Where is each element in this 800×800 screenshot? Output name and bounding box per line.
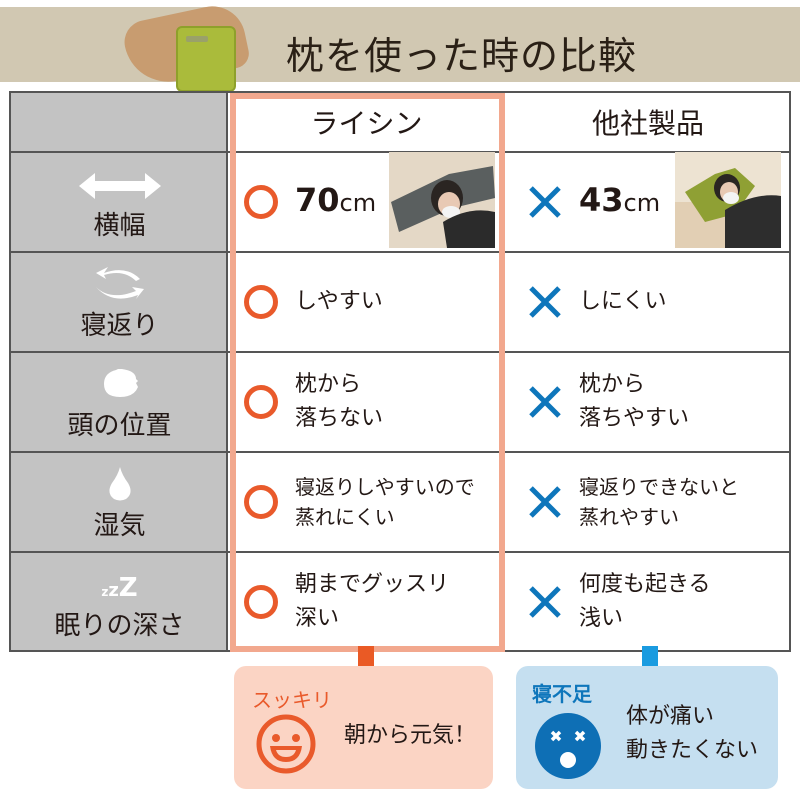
- rotate-arrows-icon: [92, 265, 148, 301]
- person-sleeping-on-gray-pillow: [389, 152, 495, 248]
- circle-mark-icon: [244, 385, 278, 419]
- criterion-head-position: 頭の位置: [11, 353, 228, 453]
- competitor-width: 43cm: [527, 153, 797, 251]
- cross-mark-icon: [529, 486, 561, 518]
- competitor-sleep-depth: 何度も起きる浅い: [527, 553, 797, 651]
- header-ours: ライシン: [310, 107, 423, 140]
- cross-mark-icon: [529, 186, 561, 218]
- criterion-width: 横幅: [11, 153, 228, 253]
- criterion-sleep-depth: zzZ 眠りの深さ: [11, 553, 228, 653]
- result-ours-message: 朝から元気！: [344, 723, 477, 748]
- ours-sleep-depth: 朝までグッスリ深い: [243, 553, 503, 651]
- result-competitor: 寝不足 体が痛い動きたくない: [516, 666, 778, 789]
- criterion-turning: 寝返り: [11, 253, 228, 353]
- circle-mark-icon: [244, 585, 278, 619]
- circle-mark-icon: [244, 485, 278, 519]
- row-divider: [11, 451, 789, 453]
- header-competitor: 他社製品: [591, 107, 704, 140]
- dizzy-face-icon: [535, 713, 601, 779]
- circle-mark-icon: [244, 285, 278, 319]
- result-competitor-message: 体が痛い動きたくない: [626, 704, 759, 763]
- ours-humidity: 寝返りしやすいので蒸れにくい: [243, 453, 503, 551]
- row-divider: [11, 551, 789, 553]
- sleep-zzz-icon: zzZ: [101, 572, 138, 603]
- cross-mark-icon: [529, 286, 561, 318]
- result-ours-tag: スッキリ: [252, 688, 332, 712]
- ours-head-position: 枕から落ちない: [243, 353, 503, 451]
- person-sleeping-on-green-pillow: [675, 152, 781, 248]
- head-icon: [100, 365, 140, 401]
- column-divider: [503, 93, 505, 650]
- competitor-turning: しにくい: [527, 253, 797, 351]
- competitor-humidity: 寝返りできないと蒸れやすい: [527, 453, 797, 551]
- title-banner: 枕を使った時の比較: [0, 7, 800, 82]
- ours-turning: しやすい: [243, 253, 503, 351]
- row-divider: [11, 251, 789, 253]
- criterion-humidity: 湿気: [11, 453, 228, 553]
- double-arrow-icon: [78, 165, 161, 201]
- ours-width: 70cm: [243, 153, 503, 251]
- circle-mark-icon: [244, 185, 278, 219]
- green-pillow: [176, 26, 236, 92]
- result-competitor-tag: 寝不足: [532, 682, 592, 706]
- competitor-head-position: 枕から落ちやすい: [527, 353, 797, 451]
- cross-mark-icon: [529, 386, 561, 418]
- smiley-face-icon: [256, 714, 316, 774]
- water-drop-icon: [108, 465, 132, 501]
- cross-mark-icon: [529, 586, 561, 618]
- row-divider: [11, 351, 789, 353]
- page-title: 枕を使った時の比較: [286, 34, 638, 78]
- result-ours: スッキリ 朝から元気！: [234, 666, 493, 789]
